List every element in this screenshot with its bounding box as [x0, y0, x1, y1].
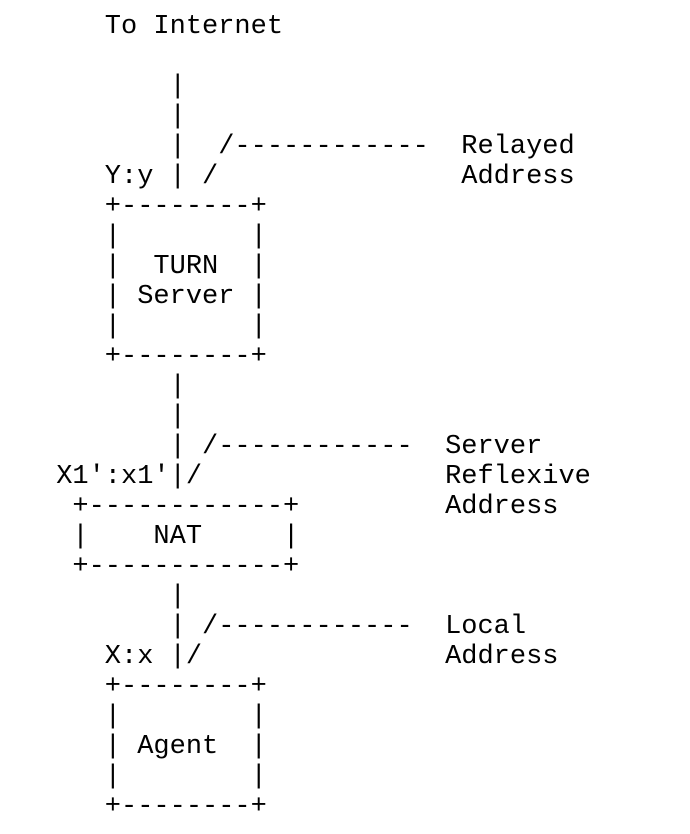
ascii-line — [40, 42, 690, 72]
ascii-line: | | — [40, 762, 267, 792]
ascii-line: | — [40, 372, 186, 402]
ascii-line: | /------------ Relayed — [40, 132, 575, 162]
ascii-line: +--------+ — [40, 192, 267, 222]
ascii-line: | — [40, 402, 186, 432]
ascii-line: +------------+ Address — [40, 492, 559, 522]
ascii-line: | — [40, 102, 186, 132]
ascii-line: | Agent | — [40, 732, 267, 762]
ascii-line: | | — [40, 312, 267, 342]
ascii-line: +--------+ — [40, 672, 267, 702]
ascii-line: Y:y | / Address — [40, 162, 575, 192]
ascii-line: | TURN | — [40, 252, 267, 282]
ascii-line: X1':x1'|/ Reflexive — [40, 462, 591, 492]
ascii-line: | — [40, 582, 186, 612]
ascii-line: X:x |/ Address — [40, 642, 559, 672]
ascii-line: | NAT | — [40, 522, 300, 552]
ascii-line: +------------+ — [40, 552, 300, 582]
ascii-line: | | — [40, 702, 267, 732]
ascii-line: | | — [40, 222, 267, 252]
ascii-line: | /------------ Local — [40, 612, 527, 642]
ascii-line: | Server | — [40, 282, 267, 312]
ascii-line: +--------+ — [40, 342, 267, 372]
ascii-line: | — [40, 72, 186, 102]
ascii-line: To Internet — [40, 12, 284, 42]
ascii-line: +--------+ — [40, 792, 267, 822]
ascii-line: | /------------ Server — [40, 432, 543, 462]
